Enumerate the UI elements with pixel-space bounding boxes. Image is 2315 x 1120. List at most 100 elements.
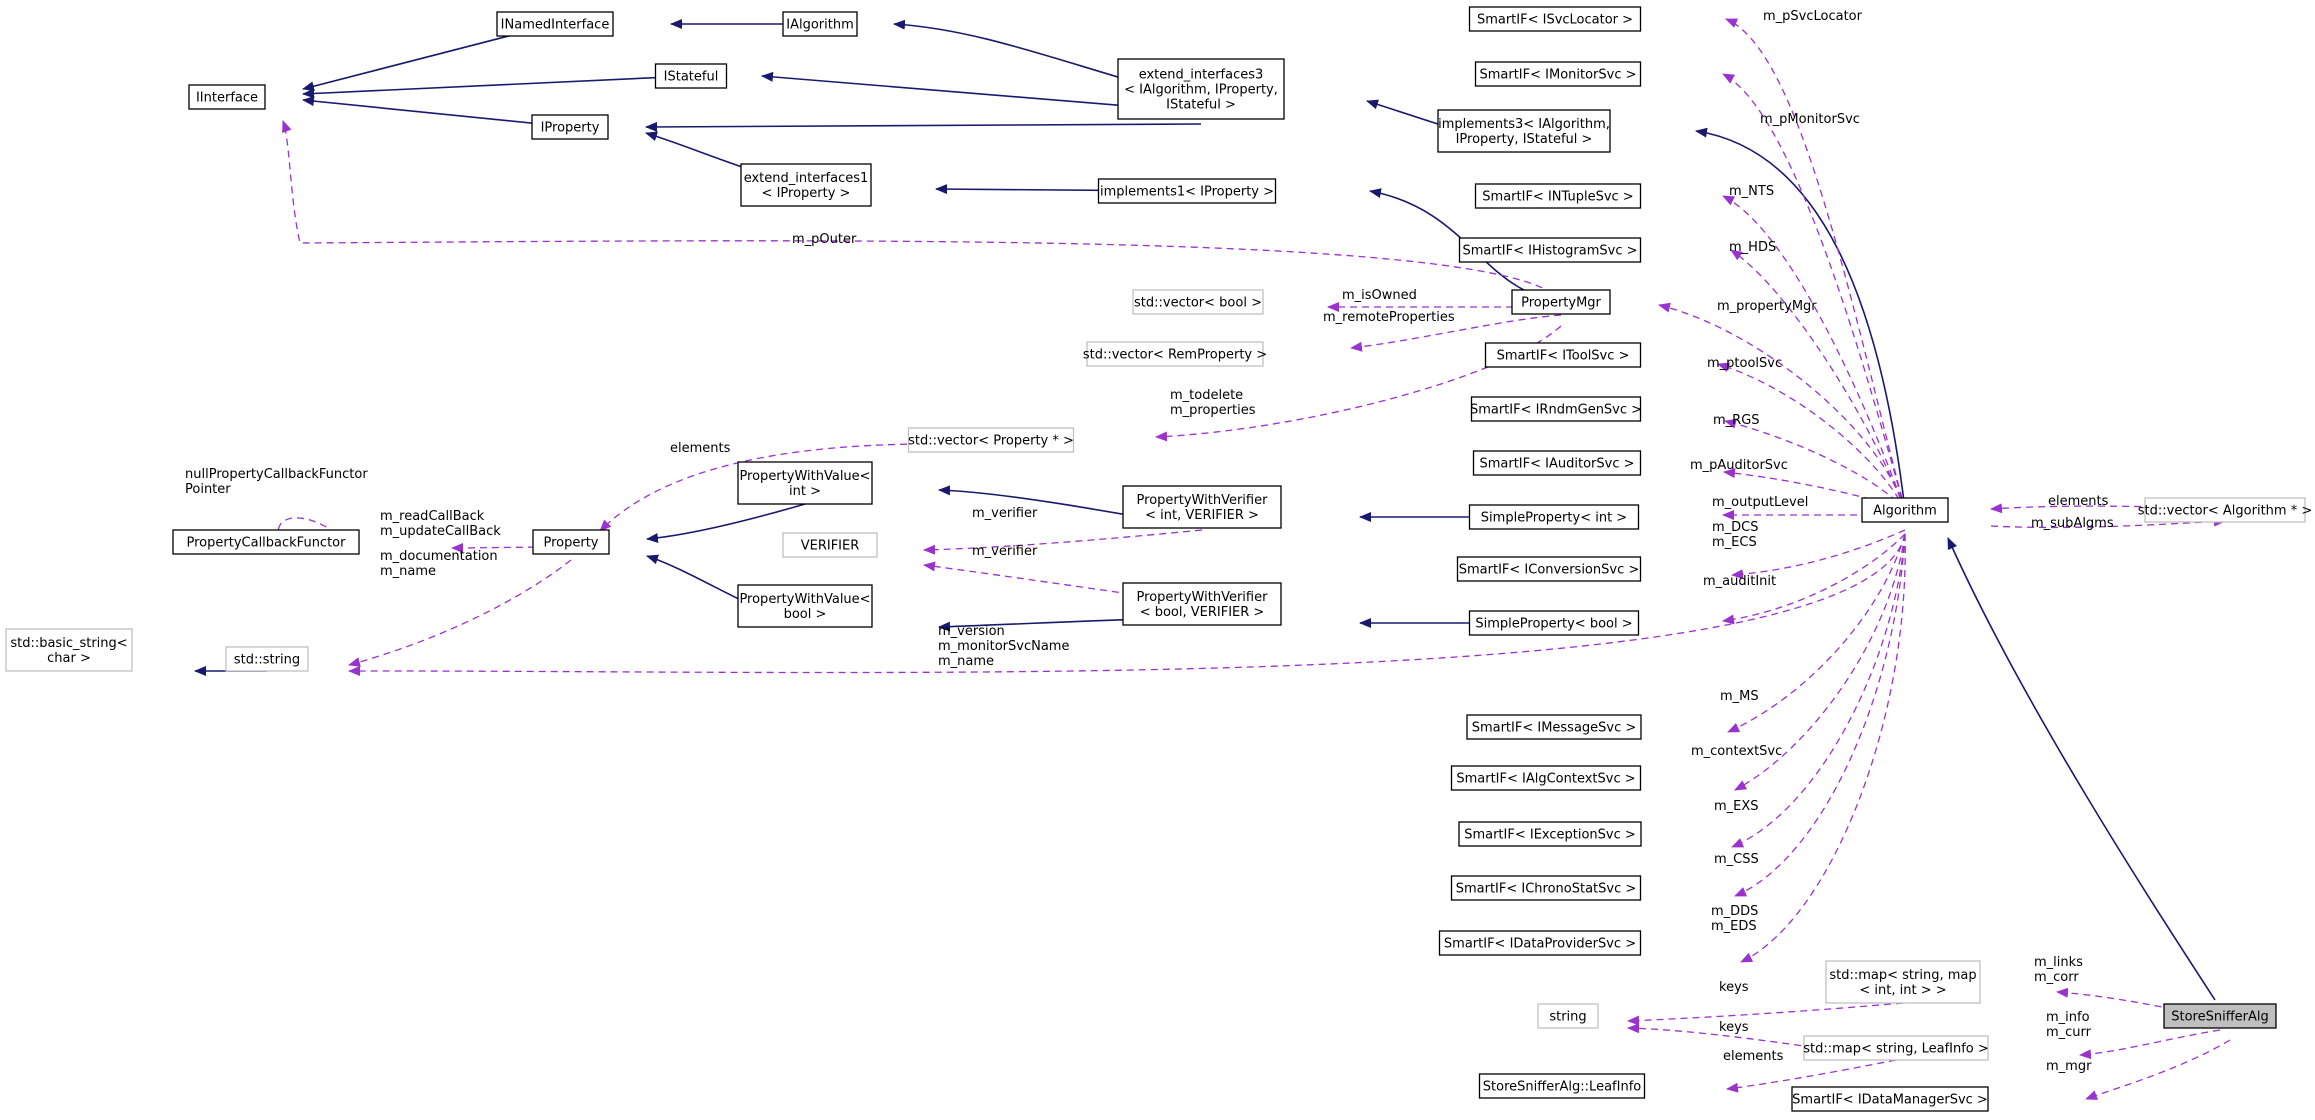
class-name-smartif-ialgcontextsvc: SmartIF< IAlgContextSvc > — [1456, 772, 1635, 787]
class-node-basic-string[interactable]: std::basic_string<char > — [5, 628, 133, 672]
class-name-extend-interfaces1-0: extend_interfaces1 — [744, 171, 869, 186]
class-node-simpleproperty-bool[interactable]: SimpleProperty< bool > — [1468, 610, 1640, 636]
edge-label-m-ptoolsvc: m_ptoolSvc — [1707, 356, 1782, 371]
usage-edge-m-pmonitorsvc — [1722, 73, 1906, 511]
inheritance-edge-3 — [302, 75, 692, 99]
edge-label-m-links-corr-1: m_corr — [2034, 970, 2079, 985]
inheritance-edge-19 — [1947, 537, 2216, 1001]
class-name-smartif-isvclocator: SmartIF< ISvcLocator > — [1477, 13, 1633, 28]
edge-label-m-ms: m_MS — [1720, 689, 1759, 704]
class-name-propertymgr: PropertyMgr — [1521, 296, 1601, 311]
class-box-ialgorithm — [782, 11, 858, 37]
edge-label-m-css: m_CSS — [1714, 852, 1759, 867]
edge-label-m-links-corr-0: m_links — [2034, 955, 2083, 970]
class-node-smartif-imessagesvc[interactable]: SmartIF< IMessageSvc > — [1466, 714, 1642, 740]
class-node-leafinfo[interactable]: StoreSnifferAlg::LeafInfo — [1478, 1073, 1646, 1099]
edge-label-m-pouter: m_pOuter — [792, 232, 857, 247]
class-name-implements3-0: implements3< IAlgorithm, — [1438, 117, 1610, 132]
class-node-smartif-isvclocator[interactable]: SmartIF< ISvcLocator > — [1468, 6, 1642, 32]
class-node-vector-remprop[interactable]: std::vector< RemProperty > — [1083, 341, 1267, 367]
class-box-implements3 — [1437, 109, 1611, 153]
class-box-verifier — [782, 532, 878, 558]
class-node-smartif-iexceptionsvc[interactable]: SmartIF< IExceptionSvc > — [1458, 821, 1642, 847]
class-name-vector-property: std::vector< Property * > — [908, 434, 1074, 449]
class-node-string[interactable]: string — [1537, 1003, 1599, 1029]
class-node-storesnifferalg[interactable]: StoreSnifferAlg — [2163, 1003, 2277, 1029]
usage-edge-m-contextsvc — [1734, 533, 1906, 791]
class-box-istateful — [654, 63, 728, 89]
class-node-smartif-itoolsvc[interactable]: SmartIF< IToolSvc > — [1484, 342, 1642, 368]
class-node-simpleproperty-int[interactable]: SimpleProperty< int > — [1468, 504, 1640, 530]
class-node-map-links[interactable]: std::map< string, map< int, int > > — [1825, 960, 1981, 1004]
edge-label-m-auditinit: m_auditInit — [1703, 574, 1776, 589]
edge-label-m-verifier-int: m_verifier — [972, 506, 1038, 521]
class-name-std-string: std::string — [234, 653, 300, 668]
class-node-verifier[interactable]: VERIFIER — [782, 532, 878, 558]
usage-edge-elements-property — [599, 443, 992, 532]
class-node-inamedinterface[interactable]: INamedInterface — [496, 11, 614, 37]
class-box-extend-interfaces1 — [740, 163, 872, 207]
class-name-algorithm: Algorithm — [1873, 504, 1937, 519]
class-name-verifier: VERIFIER — [801, 539, 860, 554]
edge-label-keys-leaf: keys — [1719, 1020, 1749, 1035]
class-node-vector-algorithm[interactable]: std::vector< Algorithm * > — [2138, 497, 2312, 523]
edge-label-m-dcs-ecs-1: m_ECS — [1712, 535, 1757, 550]
class-name-implements1: implements1< IProperty > — [1100, 185, 1274, 200]
edge-label-elements-alg: elements — [2048, 494, 2109, 509]
class-name-istateful: IStateful — [664, 70, 719, 85]
class-node-propertywithverifier-int[interactable]: PropertyWithVerifier< int, VERIFIER > — [1122, 485, 1282, 529]
class-box-propertycallbackfunctor — [172, 529, 360, 555]
class-name-extend-interfaces3-0: extend_interfaces3 — [1139, 68, 1264, 83]
class-node-smartif-iconversionsvc[interactable]: SmartIF< IConversionSvc > — [1456, 556, 1642, 582]
class-node-smartif-ialgcontextsvc[interactable]: SmartIF< IAlgContextSvc > — [1450, 765, 1642, 791]
class-node-smartif-intuplesvc[interactable]: SmartIF< INTupleSvc > — [1474, 183, 1642, 209]
class-node-iinterface[interactable]: IInterface — [188, 84, 266, 110]
class-node-property[interactable]: Property — [532, 529, 610, 555]
class-name-implements3-1: IProperty, IStateful > — [1456, 132, 1593, 147]
class-name-smartif-ihistogramsvc: SmartIF< IHistogramSvc > — [1462, 244, 1637, 259]
edge-label-m-callbacks-1: m_updateCallBack — [380, 524, 501, 539]
class-node-smartif-ichronostatsvc[interactable]: SmartIF< IChronoStatSvc > — [1450, 875, 1642, 901]
class-node-vector-property[interactable]: std::vector< Property * > — [907, 427, 1075, 453]
class-node-smartif-iauditorsvc[interactable]: SmartIF< IAuditorSvc > — [1472, 450, 1642, 476]
usage-edge-keys-map — [1627, 1002, 1904, 1026]
class-node-implements1[interactable]: implements1< IProperty > — [1097, 178, 1277, 204]
edge-label-m-dds-eds-0: m_DDS — [1711, 904, 1758, 919]
class-node-propertycallbackfunctor[interactable]: PropertyCallbackFunctor — [172, 529, 360, 555]
class-node-map-leafinfo[interactable]: std::map< string, LeafInfo > — [1803, 1035, 1989, 1061]
class-node-extend-interfaces3[interactable]: extend_interfaces3< IAlgorithm, IPropert… — [1117, 58, 1285, 120]
class-name-ialgorithm: IAlgorithm — [786, 18, 854, 33]
class-node-extend-interfaces1[interactable]: extend_interfaces1< IProperty > — [740, 163, 872, 207]
class-node-propertymgr[interactable]: PropertyMgr — [1511, 289, 1611, 315]
class-name-propertywithvalue-int-1: int > — [789, 484, 821, 499]
class-node-istateful[interactable]: IStateful — [654, 63, 728, 89]
class-box-storesnifferalg — [2163, 1003, 2277, 1029]
class-node-smartif-imonitorsvc[interactable]: SmartIF< IMonitorSvc > — [1474, 61, 1642, 87]
class-node-smartif-idataprovidersvc[interactable]: SmartIF< IDataProviderSvc > — [1438, 930, 1642, 956]
class-box-iinterface — [188, 84, 266, 110]
class-node-iproperty[interactable]: IProperty — [531, 114, 609, 140]
class-node-smartif-irndmgensvc[interactable]: SmartIF< IRndmGenSvc > — [1470, 396, 1642, 422]
usage-edge-m-remoteproperties — [1350, 314, 1562, 352]
class-box-map-leafinfo — [1803, 1035, 1989, 1061]
class-node-propertywithvalue-bool[interactable]: PropertyWithValue<bool > — [737, 584, 873, 628]
class-node-std-string[interactable]: std::string — [225, 646, 309, 672]
class-name-inamedinterface: INamedInterface — [501, 18, 610, 33]
class-node-smartif-idatamanagersvc[interactable]: SmartIF< IDataManagerSvc > — [1791, 1086, 1989, 1112]
class-node-algorithm[interactable]: Algorithm — [1861, 497, 1949, 523]
class-node-implements3[interactable]: implements3< IAlgorithm,IProperty, IStat… — [1437, 109, 1611, 153]
class-node-propertywithvalue-int[interactable]: PropertyWithValue<int > — [737, 461, 873, 505]
class-node-smartif-ihistogramsvc[interactable]: SmartIF< IHistogramSvc > — [1458, 237, 1642, 263]
edge-label-elements-leaf: elements — [1723, 1049, 1784, 1064]
class-name-propertywithverifier-bool-0: PropertyWithVerifier — [1137, 590, 1269, 605]
usage-edge-m-css — [1734, 533, 1906, 897]
class-name-smartif-iexceptionsvc: SmartIF< IExceptionSvc > — [1464, 828, 1636, 843]
class-node-propertywithverifier-bool[interactable]: PropertyWithVerifier< bool, VERIFIER > — [1122, 582, 1282, 626]
class-node-ialgorithm[interactable]: IAlgorithm — [782, 11, 858, 37]
edge-label-elements-property: elements — [670, 441, 731, 456]
class-name-smartif-imessagesvc: SmartIF< IMessageSvc > — [1472, 721, 1637, 736]
class-node-vector-bool[interactable]: std::vector< bool > — [1132, 289, 1264, 315]
class-name-storesnifferalg: StoreSnifferAlg — [2171, 1010, 2269, 1025]
edge-label-m-info-curr-1: m_curr — [2046, 1025, 2092, 1040]
